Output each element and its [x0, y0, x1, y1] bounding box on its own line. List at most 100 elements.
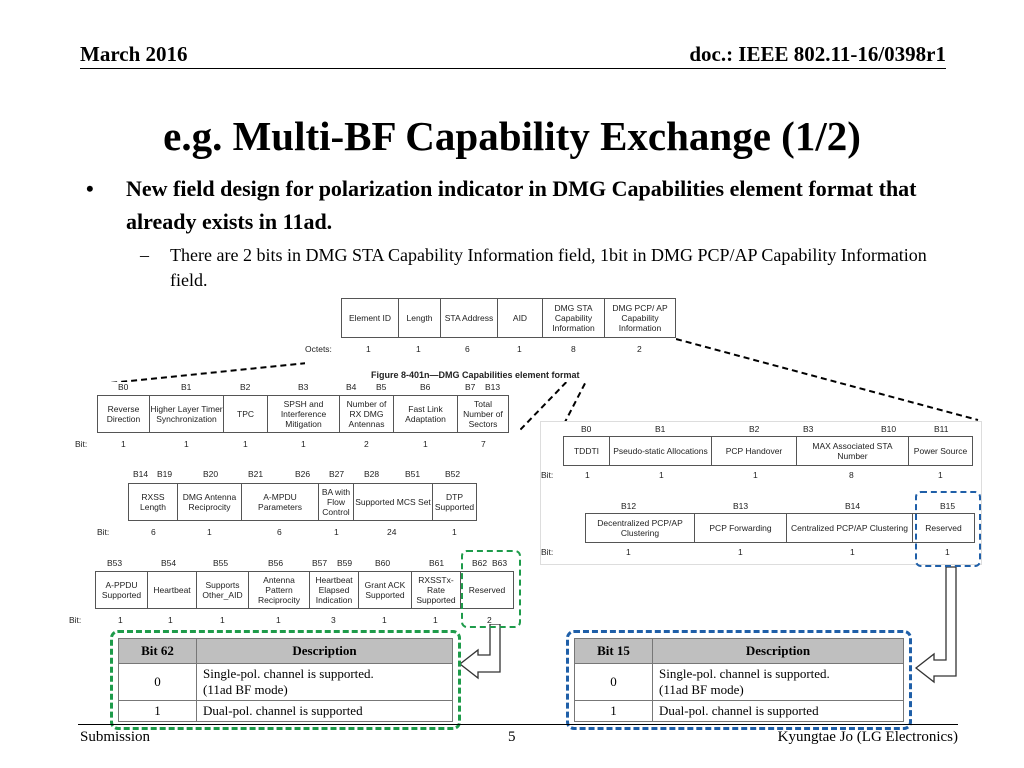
- field-element-id: Element ID: [341, 298, 399, 338]
- field-pseudo-static: Pseudo-static Allocations: [609, 436, 712, 466]
- field-dmg-antenna-reciprocity: DMG Antenna Reciprocity: [177, 483, 242, 521]
- bit-label: B1: [655, 424, 666, 434]
- bit-label: B60: [375, 558, 391, 568]
- pcp-capability-panel: B0 B1 B2 B3 B10 B11 TDDTI Pseudo-static …: [540, 421, 982, 565]
- bit-size: 1: [121, 439, 126, 449]
- description-cell: Dual-pol. channel is supported: [196, 700, 453, 722]
- bit-label: B5: [376, 382, 387, 392]
- field-ampdu-parameters: A-MPDU Parameters: [241, 483, 319, 521]
- field-reserved: Reserved: [460, 571, 514, 609]
- bit-size: 7: [481, 439, 486, 449]
- bit-label: B13: [733, 501, 749, 511]
- bit-size-label: Bit:: [541, 547, 554, 557]
- field-max-associated-sta: MAX Associated STA Number: [796, 436, 909, 466]
- bit-label: B11: [934, 424, 949, 434]
- bit-label: B51: [405, 469, 421, 479]
- bit-label: B63: [492, 558, 508, 568]
- col-header-bit: Bit 15: [574, 638, 653, 664]
- bit-size: 1: [753, 470, 758, 480]
- field-tpc: TPC: [223, 395, 268, 433]
- field-spsh: SPSH and Interference Mitigation: [267, 395, 340, 433]
- bit-label: B19: [157, 469, 173, 479]
- octets-value: 6: [465, 344, 470, 354]
- bit-value: 0: [574, 663, 653, 701]
- field-rxss-length: RXSS Length: [128, 483, 178, 521]
- bit-label: B10: [881, 424, 897, 434]
- field-dmg-sta-cap: DMG STA Capability Information: [542, 298, 605, 338]
- page-number: 5: [508, 729, 516, 745]
- dmg-capabilities-figure: Element ID Length STA Address AID DMG ST…: [305, 298, 676, 382]
- bit-size: 2: [487, 615, 492, 625]
- header-rule: [80, 68, 946, 69]
- bullet-dash-icon: –: [140, 245, 149, 265]
- description-line: (11ad BF mode): [659, 682, 744, 697]
- field-fast-link-adaptation: Fast Link Adaptation: [393, 395, 458, 433]
- bit-size: 1: [243, 439, 248, 449]
- description-line: (11ad BF mode): [203, 682, 288, 697]
- bit-size: 1: [738, 547, 743, 557]
- bit-size: 1: [452, 527, 457, 537]
- bit-size: 1: [334, 527, 339, 537]
- bit-label: B0: [581, 424, 592, 434]
- bit-label: B15: [940, 501, 956, 511]
- bit-label: B0: [118, 382, 129, 392]
- bit-label: B56: [268, 558, 284, 568]
- bit-size: 1: [850, 547, 855, 557]
- field-dtp-supported: DTP Supported: [432, 483, 477, 521]
- bit-label: B3: [298, 382, 309, 392]
- bit-label: B62: [472, 558, 488, 568]
- description-line: Single-pol. channel is supported.: [659, 666, 830, 681]
- bit-label: B54: [161, 558, 177, 568]
- field-total-sectors: Total Number of Sectors: [457, 395, 509, 433]
- bit-size: 1: [433, 615, 438, 625]
- bit-size: 6: [277, 527, 282, 537]
- field-length: Length: [398, 298, 441, 338]
- description-cell: Dual-pol. channel is supported: [652, 700, 904, 722]
- description-cell: Single-pol. channel is supported.(11ad B…: [196, 663, 453, 701]
- table-row: 0 Single-pol. channel is supported.(11ad…: [118, 663, 453, 701]
- bit15-description-table: Bit 15 Description 0 Single-pol. channel…: [574, 638, 904, 722]
- sta-capability-panel: B0 B1 B2 B3 B4 B5 B6 B7 B13 Reverse Dire…: [67, 382, 520, 625]
- bit-label: B6: [420, 382, 431, 392]
- footer-rule: [78, 724, 958, 725]
- field-aid: AID: [497, 298, 543, 338]
- bit-size-label: Bit:: [75, 439, 88, 449]
- bit-label: B52: [445, 469, 461, 479]
- field-dmg-pcp-cap: DMG PCP/ AP Capability Information: [604, 298, 676, 338]
- field-higher-layer-timer: Higher Layer Timer Synchronization: [149, 395, 224, 433]
- bit-size: 1: [945, 547, 950, 557]
- col-header-description: Description: [196, 638, 453, 664]
- field-decentralized-clustering: Decentralized PCP/AP Clustering: [585, 513, 695, 543]
- bit-size: 1: [301, 439, 306, 449]
- field-reserved-b15: Reserved: [912, 513, 975, 543]
- bit-label: B61: [429, 558, 445, 568]
- field-appdu-supported: A-PPDU Supported: [95, 571, 148, 609]
- footer-submission: Submission: [80, 729, 151, 745]
- field-antenna-pattern-reciprocity: Antenna Pattern Reciprocity: [248, 571, 310, 609]
- bit-size-label: Bit:: [97, 527, 110, 537]
- bit-label: B20: [203, 469, 219, 479]
- bit-size: 1: [938, 470, 943, 480]
- field-tddti: TDDTI: [563, 436, 610, 466]
- bit-label: B53: [107, 558, 123, 568]
- col-header-description: Description: [652, 638, 904, 664]
- bit-label: B59: [337, 558, 353, 568]
- bit-label: B7: [465, 382, 476, 392]
- bit-label: B14: [845, 501, 861, 511]
- bit-size: 3: [331, 615, 336, 625]
- octets-value: 1: [416, 344, 421, 354]
- bit-label: B26: [295, 469, 311, 479]
- bit-size: 1: [423, 439, 428, 449]
- bit-label: B13: [485, 382, 501, 392]
- bit-label: B12: [621, 501, 637, 511]
- field-heartbeat: Heartbeat: [147, 571, 197, 609]
- table-row: 0 Single-pol. channel is supported.(11ad…: [574, 663, 904, 701]
- bit-label: B28: [364, 469, 380, 479]
- bit-size: 1: [184, 439, 189, 449]
- bit-label: B3: [803, 424, 814, 434]
- field-reverse-direction: Reverse Direction: [97, 395, 150, 433]
- bit-size-label: Bit:: [541, 470, 554, 480]
- bit-value: 1: [118, 700, 197, 722]
- octets-value: 8: [571, 344, 576, 354]
- bit-size: 2: [364, 439, 369, 449]
